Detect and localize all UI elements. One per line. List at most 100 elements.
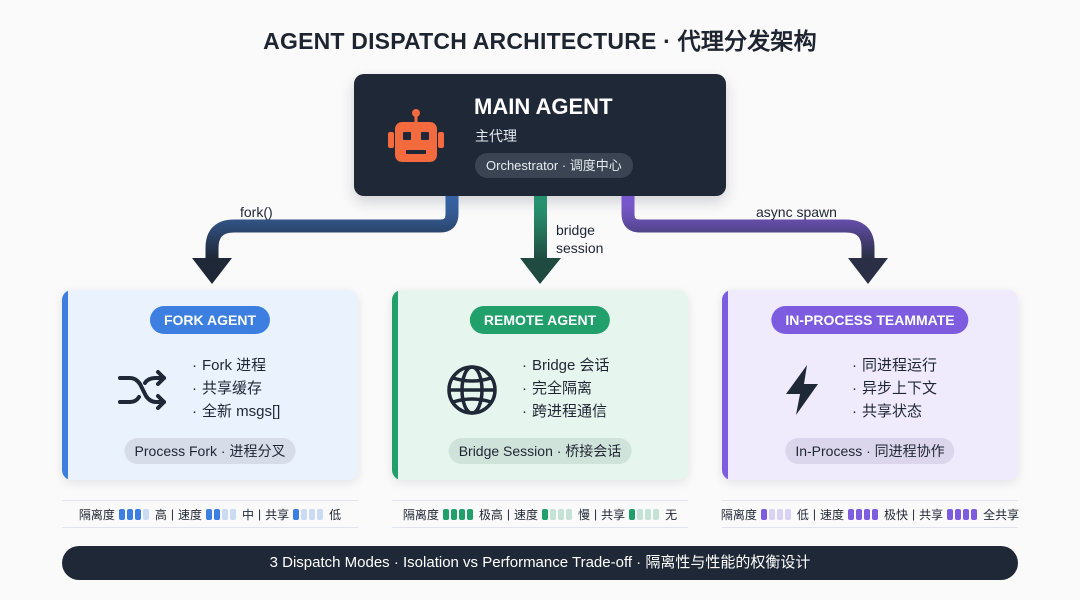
level-bar [550,508,556,520]
level-bar [864,508,870,520]
bridge-label-line1: bridge [556,222,595,238]
level-bar [653,508,660,520]
metric-row: 隔离度低|速度极快|共享全共享 [720,500,1019,528]
metric-value: 高 [154,507,167,522]
metric-speed: 速度 中 [178,506,254,523]
fork-agent-badge: FORK AGENT [149,306,271,334]
card-accent-bar [392,290,398,480]
metric-level-bars [442,508,475,520]
globe-icon [447,365,497,415]
list-item: ·共享状态 [852,403,923,420]
level-bar [848,508,854,520]
orchestrator-pill: Orchestrator · 调度中心 [475,153,633,178]
metric-value: 全共享 [983,507,1020,522]
level-bar [566,508,572,520]
metric-row: 隔离度极高|速度慢|共享无 [392,500,688,528]
list-item: ·共享缓存 [192,380,263,397]
level-bar [784,508,791,520]
level-bar [637,508,644,520]
metric-value: 中 [242,507,255,522]
metric-level-bars [848,508,880,520]
metric-value: 慢 [578,507,591,522]
list-item: ·完全隔离 [522,380,593,397]
teammate-agent-card: IN-PROCESS TEAMMATE ·同进程运行 ·异步上下文 ·共享状态 … [722,290,1018,480]
lightning-icon [786,365,818,415]
bridge-arrow [520,196,561,284]
metric-separator: | [594,507,598,521]
bridge-session-label: bridge session [556,221,603,257]
metric-share: 共享 全共享 [919,506,1019,523]
metric-separator: | [258,507,262,521]
metric-row: 隔离度高|速度中|共享低 [62,500,358,528]
metric-label: 隔离度 [78,507,115,522]
level-bar [450,508,457,520]
fork-agent-card: FORK AGENT ·Fork 进程 ·共享缓存 ·全新 msgs[] Pro… [62,290,358,480]
level-bar [768,508,775,520]
summary-banner: 3 Dispatch Modes · Isolation vs Performa… [62,546,1018,580]
teammate-features-list: ·同进程运行 ·异步上下文 ·共享状态 [852,354,937,423]
level-bar [230,508,236,520]
metric-speed: 速度慢 [514,506,590,523]
main-agent-subtitle: 主代理 [475,128,517,144]
card-accent-bar [62,290,68,480]
remote-features-list: ·Bridge 会话 ·完全隔离 ·跨进程通信 [522,354,610,423]
level-bar [309,508,316,520]
metric-separator: | [506,507,510,521]
level-bar [558,508,564,520]
fork-features-list: ·Fork 进程 ·共享缓存 ·全新 msgs[] [192,354,280,423]
metric-level-bars [947,508,979,520]
list-item: ·跨进程通信 [522,403,608,420]
level-bar [134,508,141,520]
metric-level-bars [542,508,574,520]
main-agent-title: MAIN AGENT [474,94,613,119]
shuffle-icon [118,370,166,410]
level-bar [776,508,783,520]
list-item: ·同进程运行 [852,357,938,374]
metric-share: 共享低 [265,506,341,523]
metric-share: 共享无 [601,506,677,523]
list-item: ·Fork 进程 [192,357,267,374]
metric-separator: | [170,507,174,521]
metric-separator: | [912,507,916,521]
level-bar [466,508,473,520]
level-bar [317,508,324,520]
level-bar [872,508,878,520]
list-item: ·全新 msgs[] [192,403,281,420]
async-spawn-label: async spawn [756,204,837,220]
metric-label: 速度 [177,507,202,522]
level-bar [222,508,228,520]
metric-label: 隔离度 [720,507,757,522]
bridge-label-line2: session [556,240,604,256]
level-bar [293,508,300,520]
remote-agent-badge: REMOTE AGENT [469,306,611,334]
level-bar [955,508,962,520]
metric-label: 共享 [919,507,944,522]
robot-icon [388,109,444,162]
metric-value: 极快 [884,507,909,522]
metric-level-bars [629,508,661,520]
metric-level-bars [293,508,325,520]
async-arrow [621,196,888,284]
metric-label: 共享 [265,507,290,522]
level-bar [856,508,862,520]
level-bar [142,508,149,520]
metric-level-bars [760,508,793,520]
fork-label: fork() [240,204,273,220]
level-bar [458,508,465,520]
level-bar [645,508,652,520]
level-bar [963,508,970,520]
diagram-title: AGENT DISPATCH ARCHITECTURE · 代理分发架构 [263,28,817,54]
metric-speed: 速度极快 [820,506,908,523]
level-bar [442,508,449,520]
level-bar [214,508,220,520]
metric-isolation: 隔离度极高 [403,506,503,523]
teammate-footer-pill: In-Process · 同进程协作 [785,438,955,464]
metric-value: 低 [796,507,809,522]
remote-agent-card: REMOTE AGENT ·Bridge 会话 ·完全隔离 ·跨进程通信 Bri… [392,290,688,480]
metric-label: 隔离度 [402,507,439,522]
fork-arrow [192,196,459,284]
level-bar [206,508,212,520]
list-item: ·Bridge 会话 [522,357,610,374]
metric-level-bars [118,508,151,520]
